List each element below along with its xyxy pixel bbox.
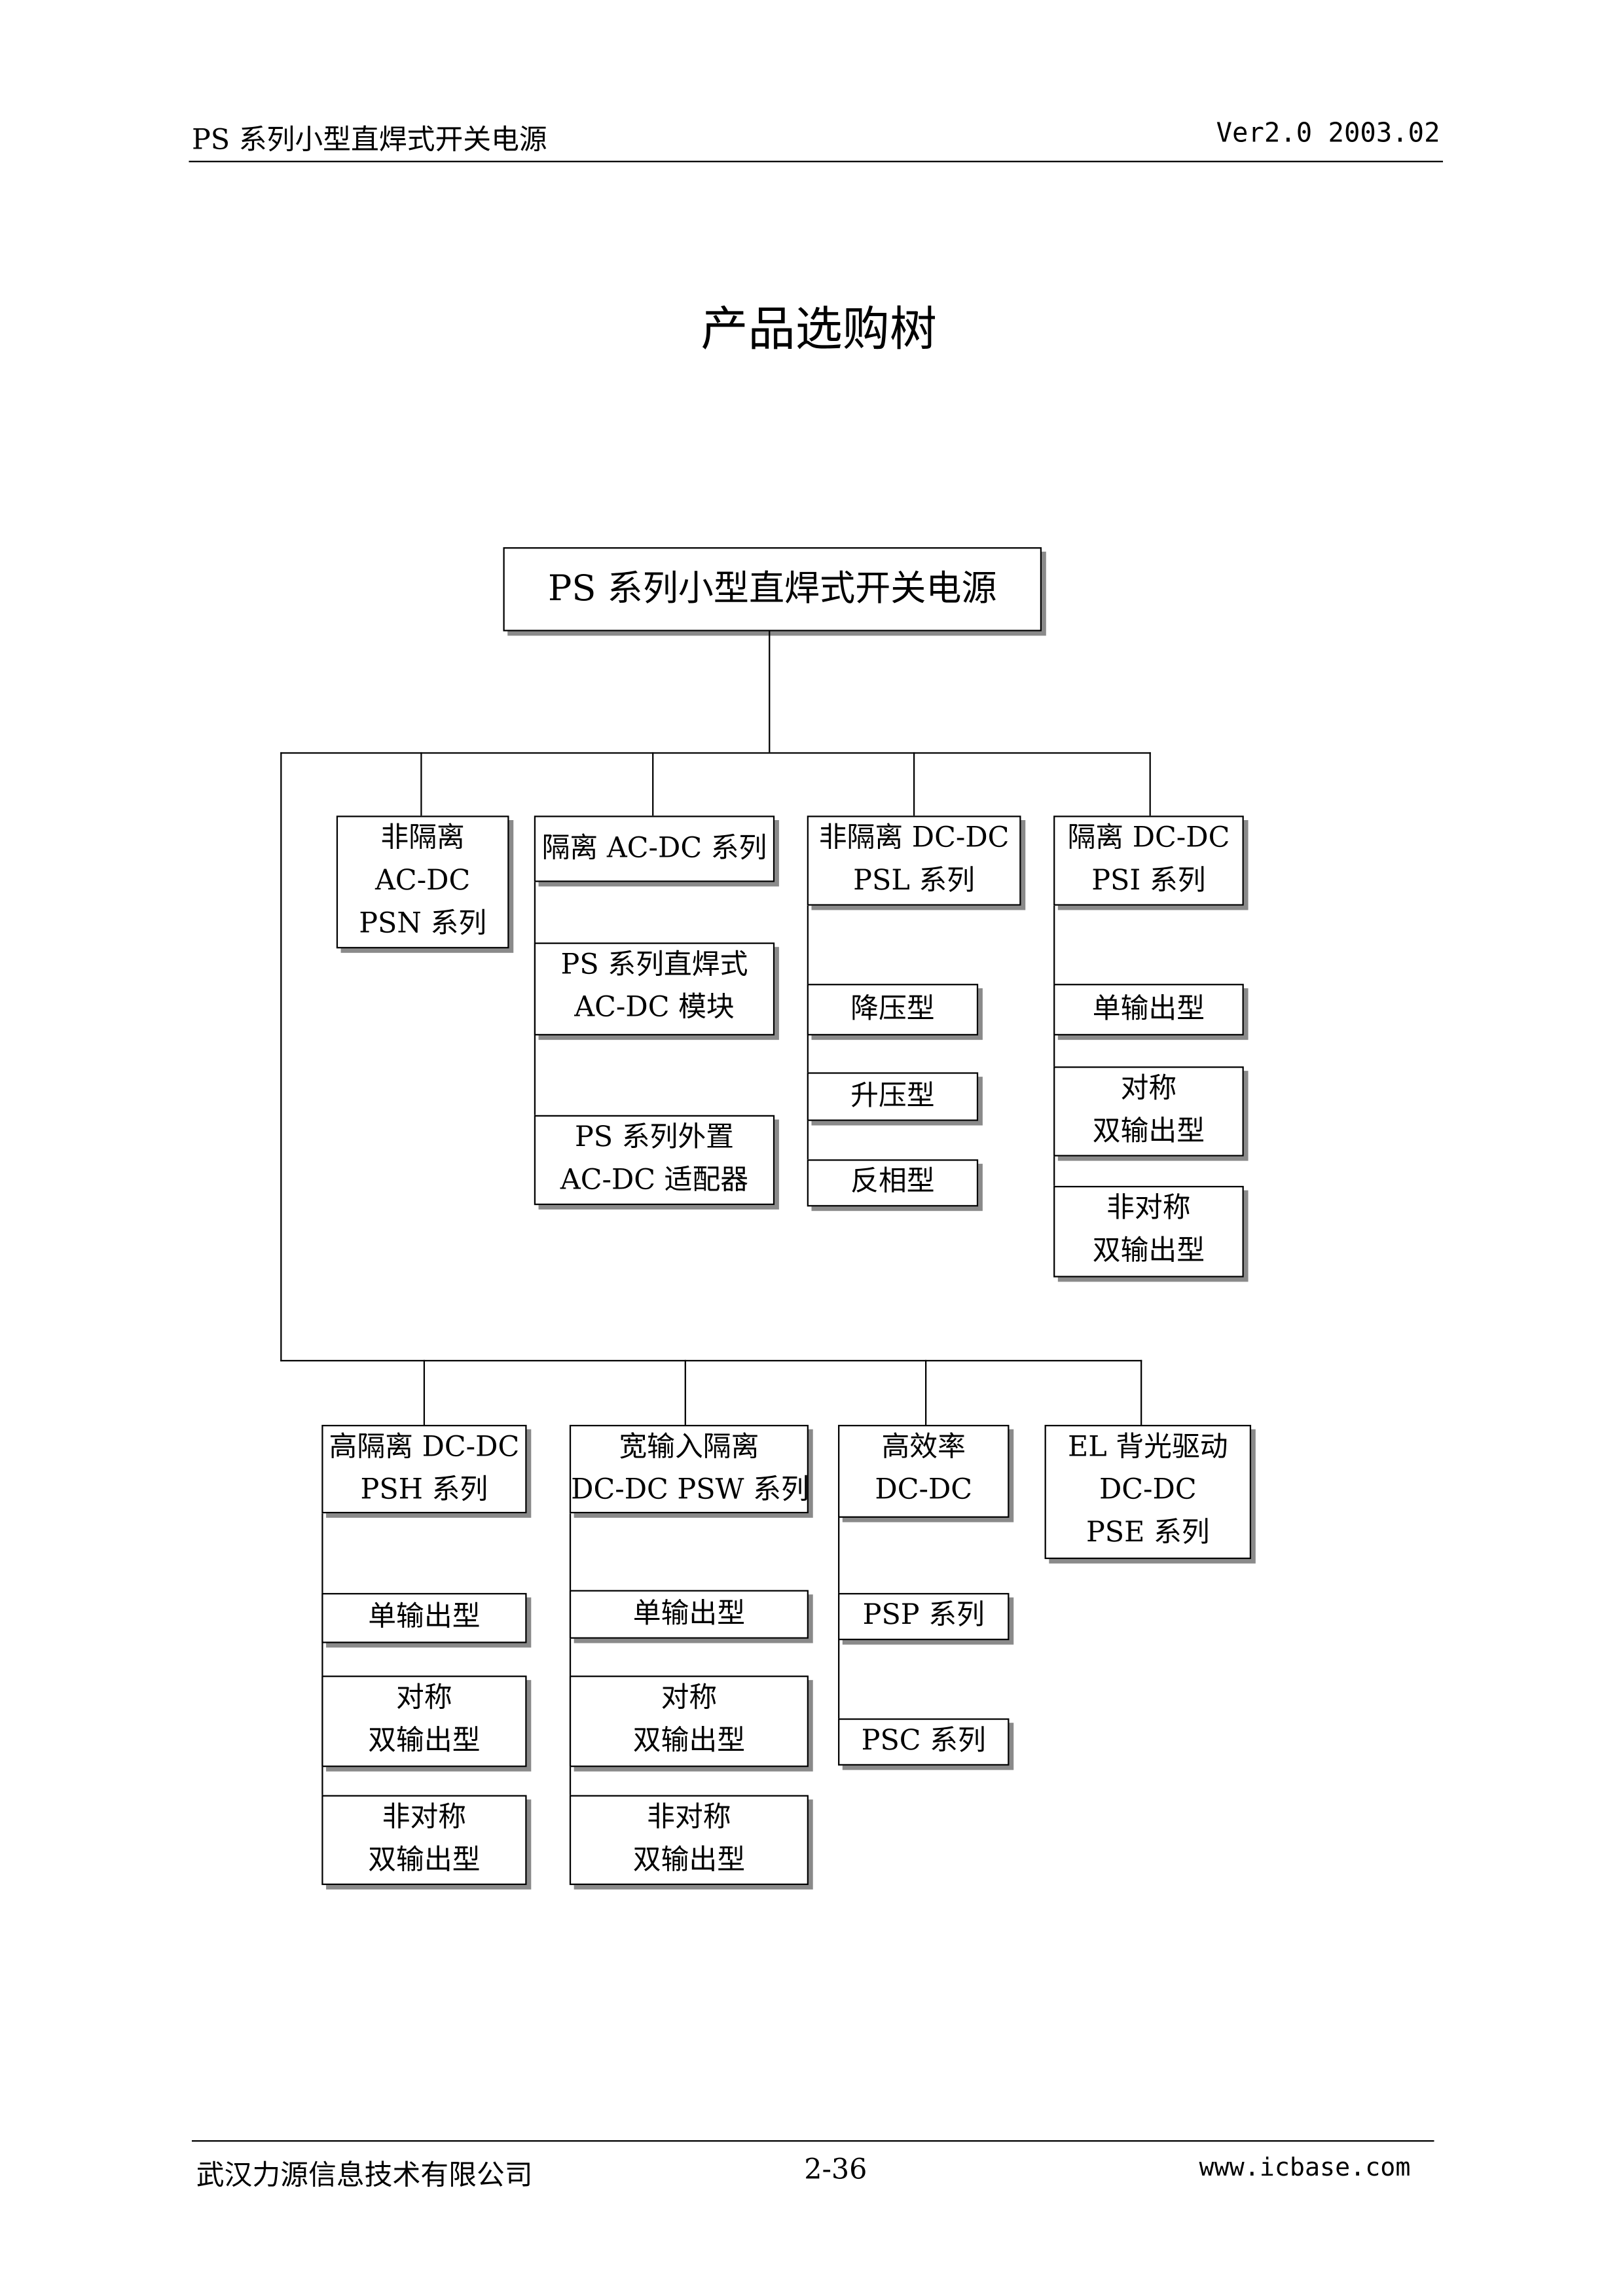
subcategory-node: 对称双输出型 [321,1676,527,1767]
node-label: 双输出型 [368,1843,481,1876]
node-label: 双输出型 [1092,1234,1205,1267]
subcategory-node: PSC 系列 [838,1718,1010,1766]
category-node: 非隔离 AC-DC PSN 系列 [336,816,509,949]
node-label: 反相型 [850,1165,935,1198]
node-label: 隔离 AC-DC 系列 [541,832,767,865]
drop-connector [913,752,916,816]
node-label: PSP 系列 [862,1598,985,1632]
branch-connector [569,1513,572,1795]
header-version: Ver2.0 2003.02 [1216,118,1440,149]
node-label: DC-DC [1099,1473,1197,1506]
subcategory-node: 非对称双输出型 [1053,1185,1244,1278]
subcategory-node: 非对称双输出型 [569,1795,809,1886]
page-title: 产品选购树 [701,300,938,357]
node-label: 单输出型 [632,1597,746,1630]
subcategory-node: 单输出型 [321,1592,527,1643]
node-label: 双输出型 [368,1724,481,1757]
header-title: PS 系列小型直焊式开关电源 [191,124,547,156]
subcategory-node: 非对称双输出型 [321,1795,527,1886]
node-label: 非隔离 DC-DC [818,821,1010,854]
drop-connector [420,752,423,816]
node-label: 非对称 [647,1801,731,1834]
subcategory-node: 反相型 [807,1159,979,1207]
node-label: 隔离 DC-DC [1067,821,1230,854]
branch-connector [321,1513,324,1795]
drop-connector [1140,1359,1143,1425]
drop-connector [925,1359,928,1425]
footer-page-number: 2-36 [804,2153,867,2186]
node-label: 双输出型 [632,1724,746,1757]
node-label: AC-DC 模块 [574,991,735,1024]
drop-connector [423,1359,426,1425]
drop-connector [684,1359,687,1425]
node-label: 单输出型 [368,1600,481,1633]
category-node: 非隔离 DC-DC PSL 系列 [807,816,1021,906]
node-label: EL 背光驱动 [1068,1430,1228,1463]
footer-company: 武汉力源信息技术有限公司 [196,2159,533,2192]
left-trunk [280,752,283,1362]
node-label: PSI 系列 [1091,864,1206,897]
node-label: 升压型 [850,1079,935,1113]
node-label: 非对称 [382,1801,467,1834]
drop-connector [652,752,655,816]
node-label: 对称 [661,1681,718,1714]
subcategory-node: 单输出型 [569,1590,809,1639]
node-label: 宽输入隔离 [619,1430,759,1463]
node-label: PSC 系列 [861,1724,986,1757]
node-label: 高效率 [881,1430,966,1463]
footer-url: www.icbase.com [1199,2153,1411,2183]
tree-root: PS 系列小型直焊式开关电源 [503,547,1042,632]
header-rule [189,160,1444,163]
node-label: AC-DC [375,864,471,897]
category-node: 隔离 AC-DC 系列 [534,816,775,882]
category-node: 隔离 DC-DC PSI 系列 [1053,816,1244,906]
node-label: PSE 系列 [1085,1516,1210,1549]
subcategory-node: 升压型 [807,1072,979,1121]
subcategory-node: 对称双输出型 [1053,1066,1244,1157]
node-label: 降压型 [850,992,935,1026]
node-label: 双输出型 [632,1843,746,1876]
node-label: DC-DC PSW 系列 [571,1473,809,1506]
node-label: PS 系列小型直焊式开关电源 [547,567,997,609]
category-node: 高效率 DC-DC [838,1424,1010,1518]
node-label: PS 系列直焊式 [560,948,748,981]
node-label: DC-DC [875,1473,973,1506]
node-label: 对称 [396,1681,452,1714]
node-label: 非对称 [1106,1191,1191,1225]
node-label: PSL 系列 [853,864,976,897]
category-node: 高隔离 DC-DC PSH 系列 [321,1424,527,1514]
top-bus [280,752,1151,755]
node-label: AC-DC 适配器 [560,1164,749,1196]
branch-connector [1053,905,1056,1186]
bottom-bus [280,1359,1142,1362]
subcategory-node: 对称双输出型 [569,1676,809,1767]
category-node: EL 背光驱动 DC-DC PSE 系列 [1044,1424,1252,1560]
subcategory-node: 单输出型 [1053,984,1244,1036]
node-label: 单输出型 [1092,992,1205,1026]
node-label: PSH 系列 [360,1473,488,1506]
subcategory-node: 降压型 [807,984,979,1036]
subcategory-node: PS 系列直焊式 AC-DC 模块 [534,942,775,1036]
subcategory-node: PS 系列外置 AC-DC 适配器 [534,1115,775,1206]
node-label: 高隔离 DC-DC [329,1430,520,1463]
node-label: 对称 [1120,1072,1177,1105]
node-label: PS 系列外置 [574,1121,734,1154]
drop-connector [1149,752,1152,816]
category-node: 宽输入隔离 DC-DC PSW 系列 [569,1424,809,1514]
node-label: PSN 系列 [359,906,487,940]
node-label: 双输出型 [1092,1115,1205,1148]
node-label: 非隔离 [380,821,465,854]
root-connector [769,631,771,753]
footer-rule [191,2140,1434,2143]
subcategory-node: PSP 系列 [838,1592,1010,1641]
